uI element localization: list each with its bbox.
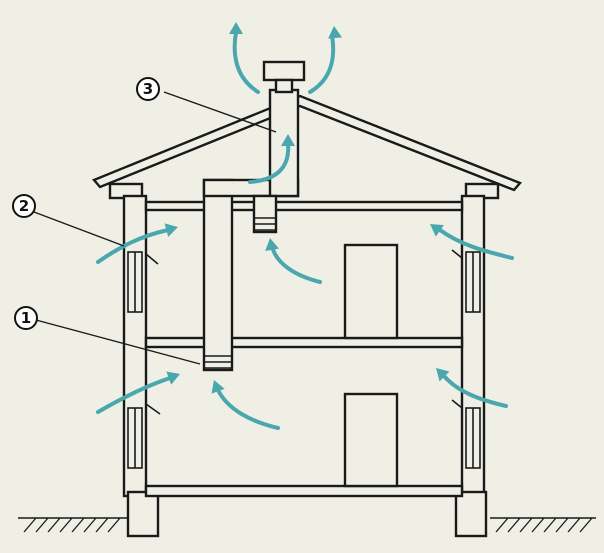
arrow-upper-room	[270, 244, 322, 284]
marker-1-label: 1	[21, 309, 31, 327]
arrow-upper-inlet-left	[96, 228, 170, 264]
ground-hatch-left	[23, 517, 121, 533]
arrow-upper-room-head	[265, 238, 279, 252]
arrow-duct-attic-head	[281, 134, 295, 146]
chimney-cap	[262, 60, 306, 94]
left-windows	[127, 251, 143, 469]
window-inlet-flaps	[145, 249, 463, 415]
marker-2: 2	[12, 194, 36, 218]
arrow-lower-room-head	[211, 380, 225, 394]
attic-floor	[144, 200, 464, 212]
arrow-roof-left	[232, 30, 260, 94]
upper-door	[343, 243, 399, 340]
marker-3: 3	[136, 77, 160, 101]
right-windows	[465, 251, 481, 469]
arrow-lower-room	[216, 388, 280, 430]
arrow-roof-right	[308, 34, 336, 94]
arrow-roof-left-head	[229, 22, 243, 34]
ground	[18, 517, 596, 533]
arrow-duct-attic	[248, 142, 291, 184]
arrow-upper-inlet-right-head	[430, 224, 444, 237]
arrow-lower-inlet-right	[442, 374, 508, 408]
marker-2-label: 2	[19, 197, 29, 215]
airflow-arrows	[96, 22, 514, 430]
marker-1: 1	[14, 306, 38, 330]
arrow-upper-inlet-left-head	[164, 223, 178, 237]
roof	[92, 94, 523, 192]
arrow-roof-right-head	[328, 26, 343, 39]
marker-3-label: 3	[143, 80, 153, 98]
arrow-upper-inlet-right	[438, 228, 514, 260]
arrow-lower-inlet-right-head	[436, 368, 450, 382]
arrow-lower-inlet-left-head	[166, 371, 180, 385]
ground-floor	[144, 484, 464, 498]
leader-lines	[33, 91, 277, 365]
middle-floor	[144, 336, 464, 349]
lower-door	[343, 392, 399, 488]
arrow-lower-inlet-left	[96, 376, 172, 414]
ground-hatch-right	[495, 517, 593, 533]
